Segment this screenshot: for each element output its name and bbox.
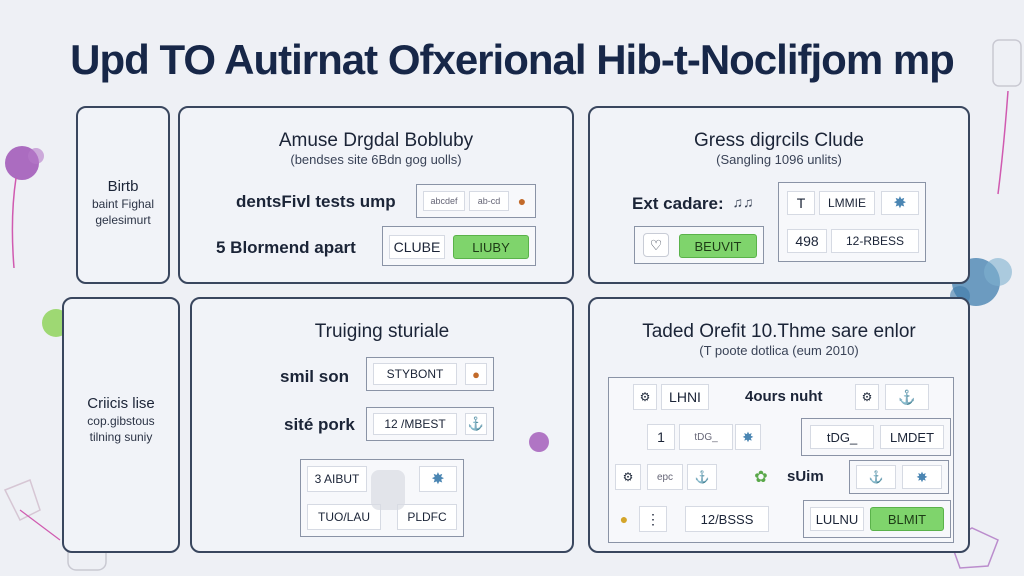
grid-cell[interactable]: LHNI (661, 384, 709, 410)
grid-cell[interactable]: tDG_ (810, 425, 874, 449)
action-group: ♡ BEUVIT (634, 226, 764, 264)
panel-amuse: Amuse Drgdal Bobluby (bendses site 6Bdn … (178, 106, 574, 284)
panel-title: Truiging sturiale (314, 321, 450, 342)
cell-pill[interactable]: ab-cd (469, 191, 509, 211)
compass-icon[interactable]: ⚙ (855, 384, 879, 410)
boat-icon: ⚓ (687, 464, 717, 490)
side-heading: Birtb (107, 178, 139, 195)
liuby-button[interactable]: LIUBY (453, 235, 529, 259)
row2-group: 12 /MBEST ⚓ (366, 407, 494, 441)
splat-icon: ✸ (419, 466, 457, 492)
lantern-icon (992, 39, 1022, 195)
grid-cell[interactable]: 1 (647, 424, 675, 450)
panel-title: Amuse Drgdal Bobluby (278, 130, 474, 151)
person-icon: ● (517, 193, 527, 209)
side-heading: Criicis lise (87, 395, 155, 412)
subgroup: tDG_ LMDET (801, 418, 951, 456)
panel-taded: Taded Orefit 10.Thme sare enlor (T poote… (588, 297, 970, 553)
person-icon: ● (465, 363, 487, 385)
panel-subtitle: (bendses site 6Bdn gog uolls) (290, 152, 462, 167)
side-subtext: baint Fighal (91, 197, 155, 211)
panel-subtitle: (T poote dotlica (eum 2010) (699, 343, 859, 358)
side-panel-bottom: Criicis lise cop.gibstous tilning suniy (62, 297, 180, 553)
row1-group: STYBONT ● (366, 357, 494, 391)
purple-splat-icon (529, 432, 549, 452)
beuvit-button[interactable]: BEUVIT (679, 234, 757, 258)
row2-cell[interactable]: CLUBE (389, 235, 445, 259)
grid-cell[interactable]: PLDFC (397, 504, 457, 530)
grid-cell[interactable]: tDG_ (679, 424, 733, 450)
subgroup: ⚓ ✸ (849, 460, 949, 494)
blmit-button[interactable]: BLMIT (870, 507, 944, 531)
grid-outer: ⚙ LHNI 4ours nuht ⚙ ⚓ 1 tDG_ ✸ tDG_ LMDE… (608, 377, 954, 543)
compass-icon[interactable]: ⚙ (615, 464, 641, 490)
row-label: 4ours nuht (745, 388, 823, 405)
grid-cell[interactable]: epc (647, 464, 683, 490)
bottom-grid: 3 AIBUT ✸ TUO/LAU PLDFC (300, 459, 464, 537)
panel-truiging: Truiging sturiale smil son STYBONT ● sit… (190, 297, 574, 553)
row-label: dentsFivl tests ump (236, 192, 396, 211)
panel-title: Taded Orefit 10.Thme sare enlor (642, 321, 916, 342)
purple-splat-icon (5, 146, 44, 269)
boat-icon: ⚓ (885, 384, 929, 410)
subgroup: LULNU BLMIT (803, 500, 951, 538)
grid-cell[interactable]: 3 AIBUT (307, 466, 367, 492)
panel-title: Gress digrcils Clude (694, 130, 864, 151)
info-grid: T LMMIE ✸ 498 12-RBESS (778, 182, 926, 262)
side-subtext: cop.gibstous (87, 414, 155, 428)
menu-dots[interactable]: ⋮ (639, 506, 667, 532)
grid-cell[interactable]: 12/BSSS (685, 506, 769, 532)
row2-cell[interactable]: 12 /MBEST (373, 413, 457, 435)
splat-icon: ✸ (881, 191, 919, 215)
page-title: Upd TO Autirnat Ofxerional Hib-t-Noclifj… (70, 36, 955, 83)
heart-icon[interactable]: ♡ (643, 233, 669, 257)
side-subtext: gelesimurt (95, 213, 151, 227)
boat-icon: ⚓ (856, 465, 896, 489)
row1-cell[interactable]: STYBONT (373, 363, 457, 385)
panel-gress: Gress digrcils Clude (Sangling 1096 unli… (588, 106, 970, 284)
grid-cell[interactable]: LMDET (880, 425, 944, 449)
row-label: sUim (787, 468, 824, 485)
row-label: sité pork (284, 415, 355, 434)
music-icon: ♫♫ (732, 194, 754, 210)
side-subtext: tilning suniy (89, 430, 153, 444)
compass-icon[interactable]: ⚙ (633, 384, 657, 410)
row-label: Ext cadare: (632, 194, 724, 213)
row1-group: abcdef ab-cd ● (416, 184, 536, 218)
grid-cell[interactable]: LMMIE (819, 191, 875, 215)
row-label: smil son (280, 367, 349, 386)
splat-icon: ✸ (735, 424, 761, 450)
grid-cell[interactable]: 498 (787, 229, 827, 253)
row2-group: CLUBE LIUBY (382, 226, 536, 266)
row-label: 5 Blormend apart (216, 238, 356, 257)
splat-icon: ✸ (902, 465, 942, 489)
side-panel-top: Birtb baint Fighal gelesimurt (76, 106, 170, 284)
leaf-icon: ✿ (754, 469, 768, 486)
grid-cell[interactable]: TUO/LAU (307, 504, 381, 530)
bulb-icon[interactable]: ● (619, 511, 629, 527)
panel-subtitle: (Sangling 1096 unlits) (716, 152, 842, 167)
boat-icon: ⚓ (465, 413, 487, 435)
lantern-icon (371, 470, 405, 510)
grid-cell[interactable]: LULNU (810, 507, 864, 531)
cell-pill[interactable]: abcdef (423, 191, 465, 211)
grid-cell[interactable]: T (787, 191, 815, 215)
grid-cell[interactable]: 12-RBESS (831, 229, 919, 253)
